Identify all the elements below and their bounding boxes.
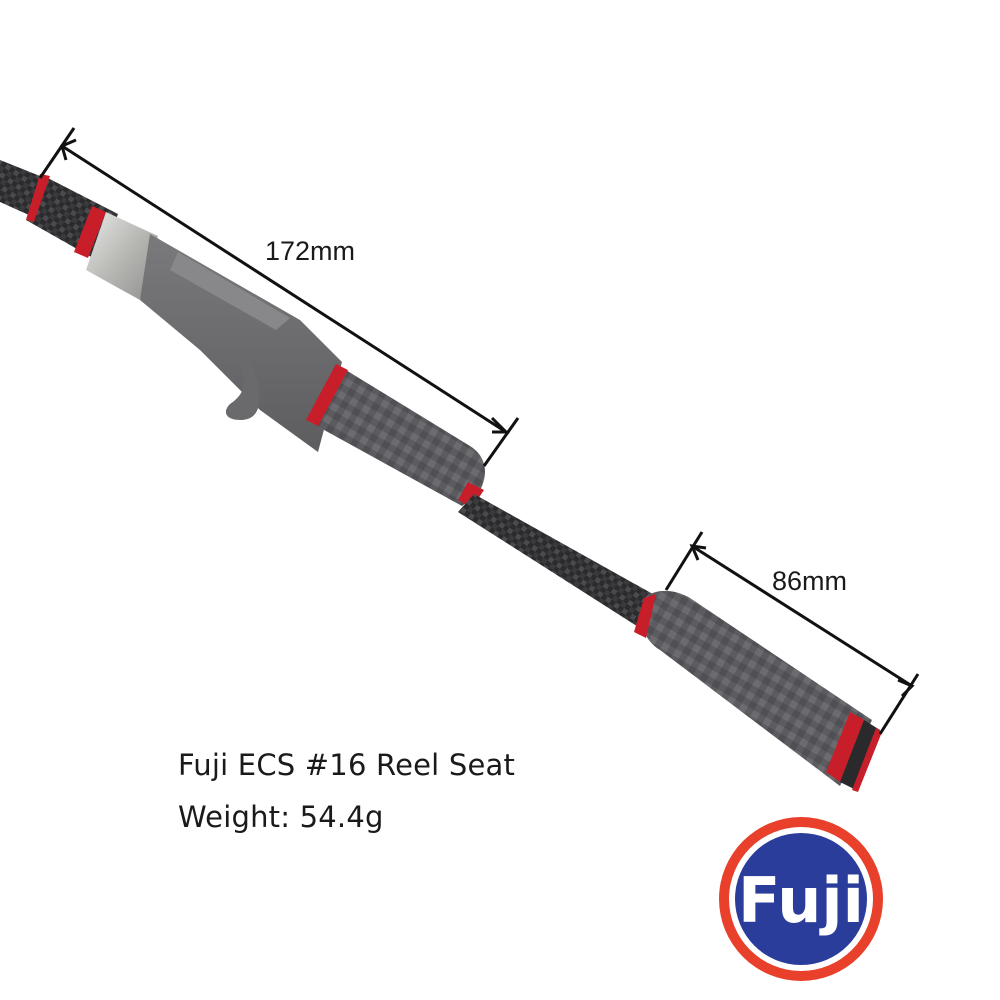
rear-grip-length-label: 86mm <box>772 566 848 596</box>
reel-seat-body <box>140 234 342 452</box>
rod-blank-middle <box>458 494 660 628</box>
reel-seat-length-label: 172mm <box>265 236 356 266</box>
front-carbon-collar <box>26 174 118 262</box>
dimension-line-86 <box>664 531 920 735</box>
dimension-line-172 <box>38 127 520 467</box>
reel-seat-title: Fuji ECS #16 Reel Seat <box>178 748 516 782</box>
metal-hood-ring <box>86 212 158 300</box>
fuji-logo: Fuji <box>719 817 883 981</box>
rear-grip <box>634 590 882 792</box>
weight-text: Weight: 54.4g <box>178 800 384 834</box>
fuji-logo-text: Fuji <box>738 864 864 937</box>
fore-grip <box>306 364 485 508</box>
